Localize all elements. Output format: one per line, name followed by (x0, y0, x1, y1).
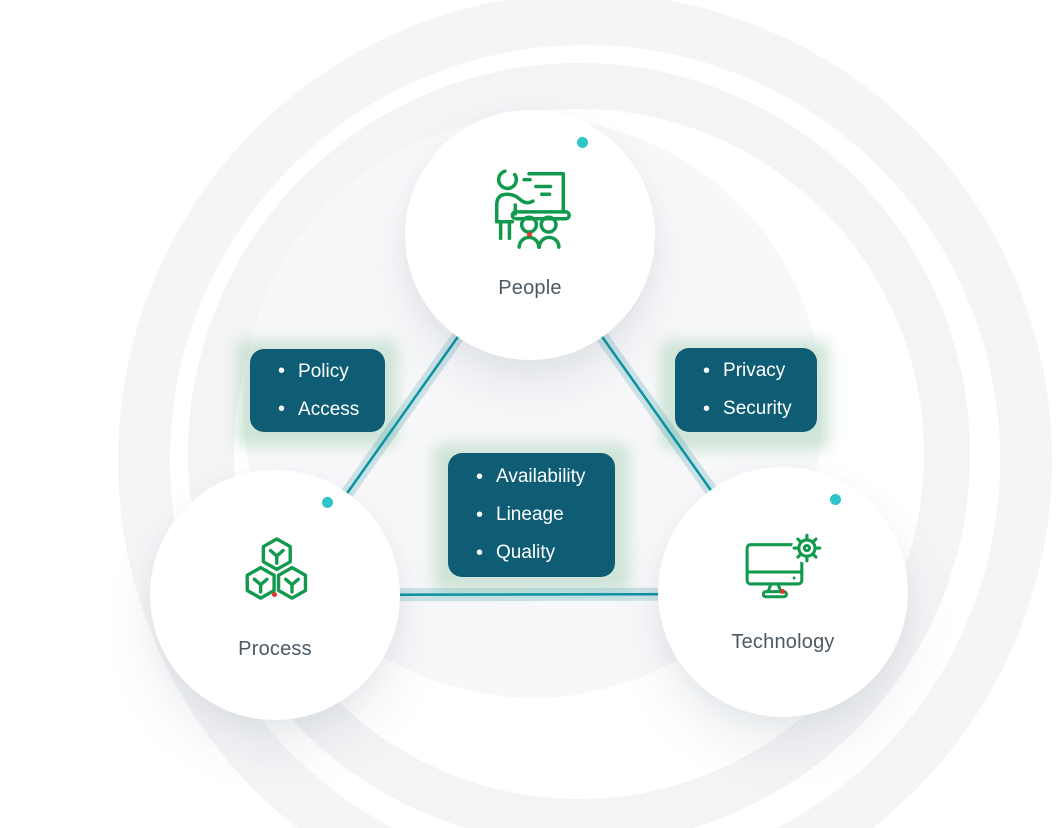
vertex-marker (272, 592, 277, 597)
edge-box-item: Quality (476, 542, 609, 565)
edge-box-item: Policy (278, 360, 379, 383)
edge-box-policy-access: PolicyAccess (250, 349, 385, 432)
node-label-people: People (498, 277, 562, 299)
edge-box-items: AvailabilityLineageQuality (448, 453, 615, 577)
stacked-cubes-icon (150, 530, 400, 616)
accent-dot-icon (577, 137, 588, 148)
vertex-marker (780, 589, 785, 594)
edge-box-availability-lineage-quality: AvailabilityLineageQuality (448, 453, 615, 577)
node-label-process: Process (238, 638, 312, 660)
edge-box-items: PrivacySecurity (675, 348, 817, 432)
accent-dot-icon (322, 497, 333, 508)
edge-box-item: Access (278, 398, 379, 421)
edge-box-item: Lineage (476, 504, 609, 527)
edge-box-item: Availability (476, 466, 609, 489)
vertex-marker (527, 232, 532, 237)
presenter-board-icon (405, 160, 655, 256)
edge-box-item: Privacy (703, 360, 811, 383)
accent-dot-icon (830, 494, 841, 505)
edge-box-item: Security (703, 398, 811, 421)
edge-box-privacy-security: PrivacySecurity (675, 348, 817, 432)
edge-box-items: PolicyAccess (250, 349, 385, 432)
monitor-gear-icon (658, 531, 908, 613)
node-label-technology: Technology (731, 631, 835, 653)
